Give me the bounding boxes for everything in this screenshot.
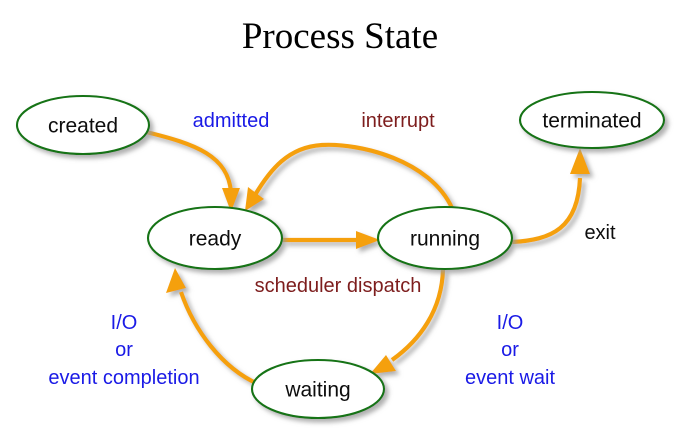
arrow-head-admitted (222, 188, 240, 212)
edge-label-io-wait-line3: event wait (465, 367, 555, 389)
edge-io-event-completion (166, 268, 259, 386)
edge-exit (511, 148, 590, 245)
node-created[interactable]: created (15, 94, 151, 156)
arrow-head-exit (570, 148, 590, 174)
edge-label-io-event-wait: I/O or event wait (465, 312, 555, 389)
edge-scheduler-dispatch (283, 231, 380, 249)
node-label-ready: ready (189, 228, 242, 251)
edge-label-layer: admitted interrupt scheduler dispatch ex… (48, 110, 616, 389)
node-label-waiting: waiting (284, 379, 350, 402)
edge-label-io-event-completion: I/O or event completion (48, 312, 199, 389)
node-ready[interactable]: ready (146, 205, 284, 271)
arrow-head-scheduler-dispatch (356, 231, 380, 249)
edge-label-io-completion-line2: or (115, 339, 133, 361)
page-title: Process State (242, 16, 438, 57)
edge-label-scheduler-dispatch: scheduler dispatch (255, 275, 422, 297)
node-label-running: running (410, 228, 480, 251)
edge-io-event-wait (370, 268, 446, 374)
edge-label-io-completion-line1: I/O (111, 312, 138, 334)
node-label-terminated: terminated (542, 110, 641, 133)
arrow-head-interrupt (245, 187, 264, 211)
arrow-head-io-event-wait (370, 355, 396, 374)
node-label-created: created (48, 115, 118, 138)
edge-label-io-completion-line3: event completion (48, 367, 199, 389)
node-running[interactable]: running (376, 205, 514, 271)
edge-label-io-wait-line1: I/O (497, 312, 524, 334)
edge-admitted (145, 129, 240, 212)
node-terminated[interactable]: terminated (518, 90, 666, 150)
edge-layer (145, 129, 590, 386)
node-layer: created terminated ready running waiting (15, 90, 666, 420)
edge-interrupt (245, 142, 454, 211)
node-waiting[interactable]: waiting (250, 358, 386, 420)
arrow-head-io-event-completion (166, 268, 186, 293)
edge-label-interrupt: interrupt (361, 110, 435, 132)
edge-label-exit: exit (584, 222, 616, 244)
edge-label-io-wait-line2: or (501, 339, 519, 361)
edge-label-admitted: admitted (193, 110, 270, 132)
